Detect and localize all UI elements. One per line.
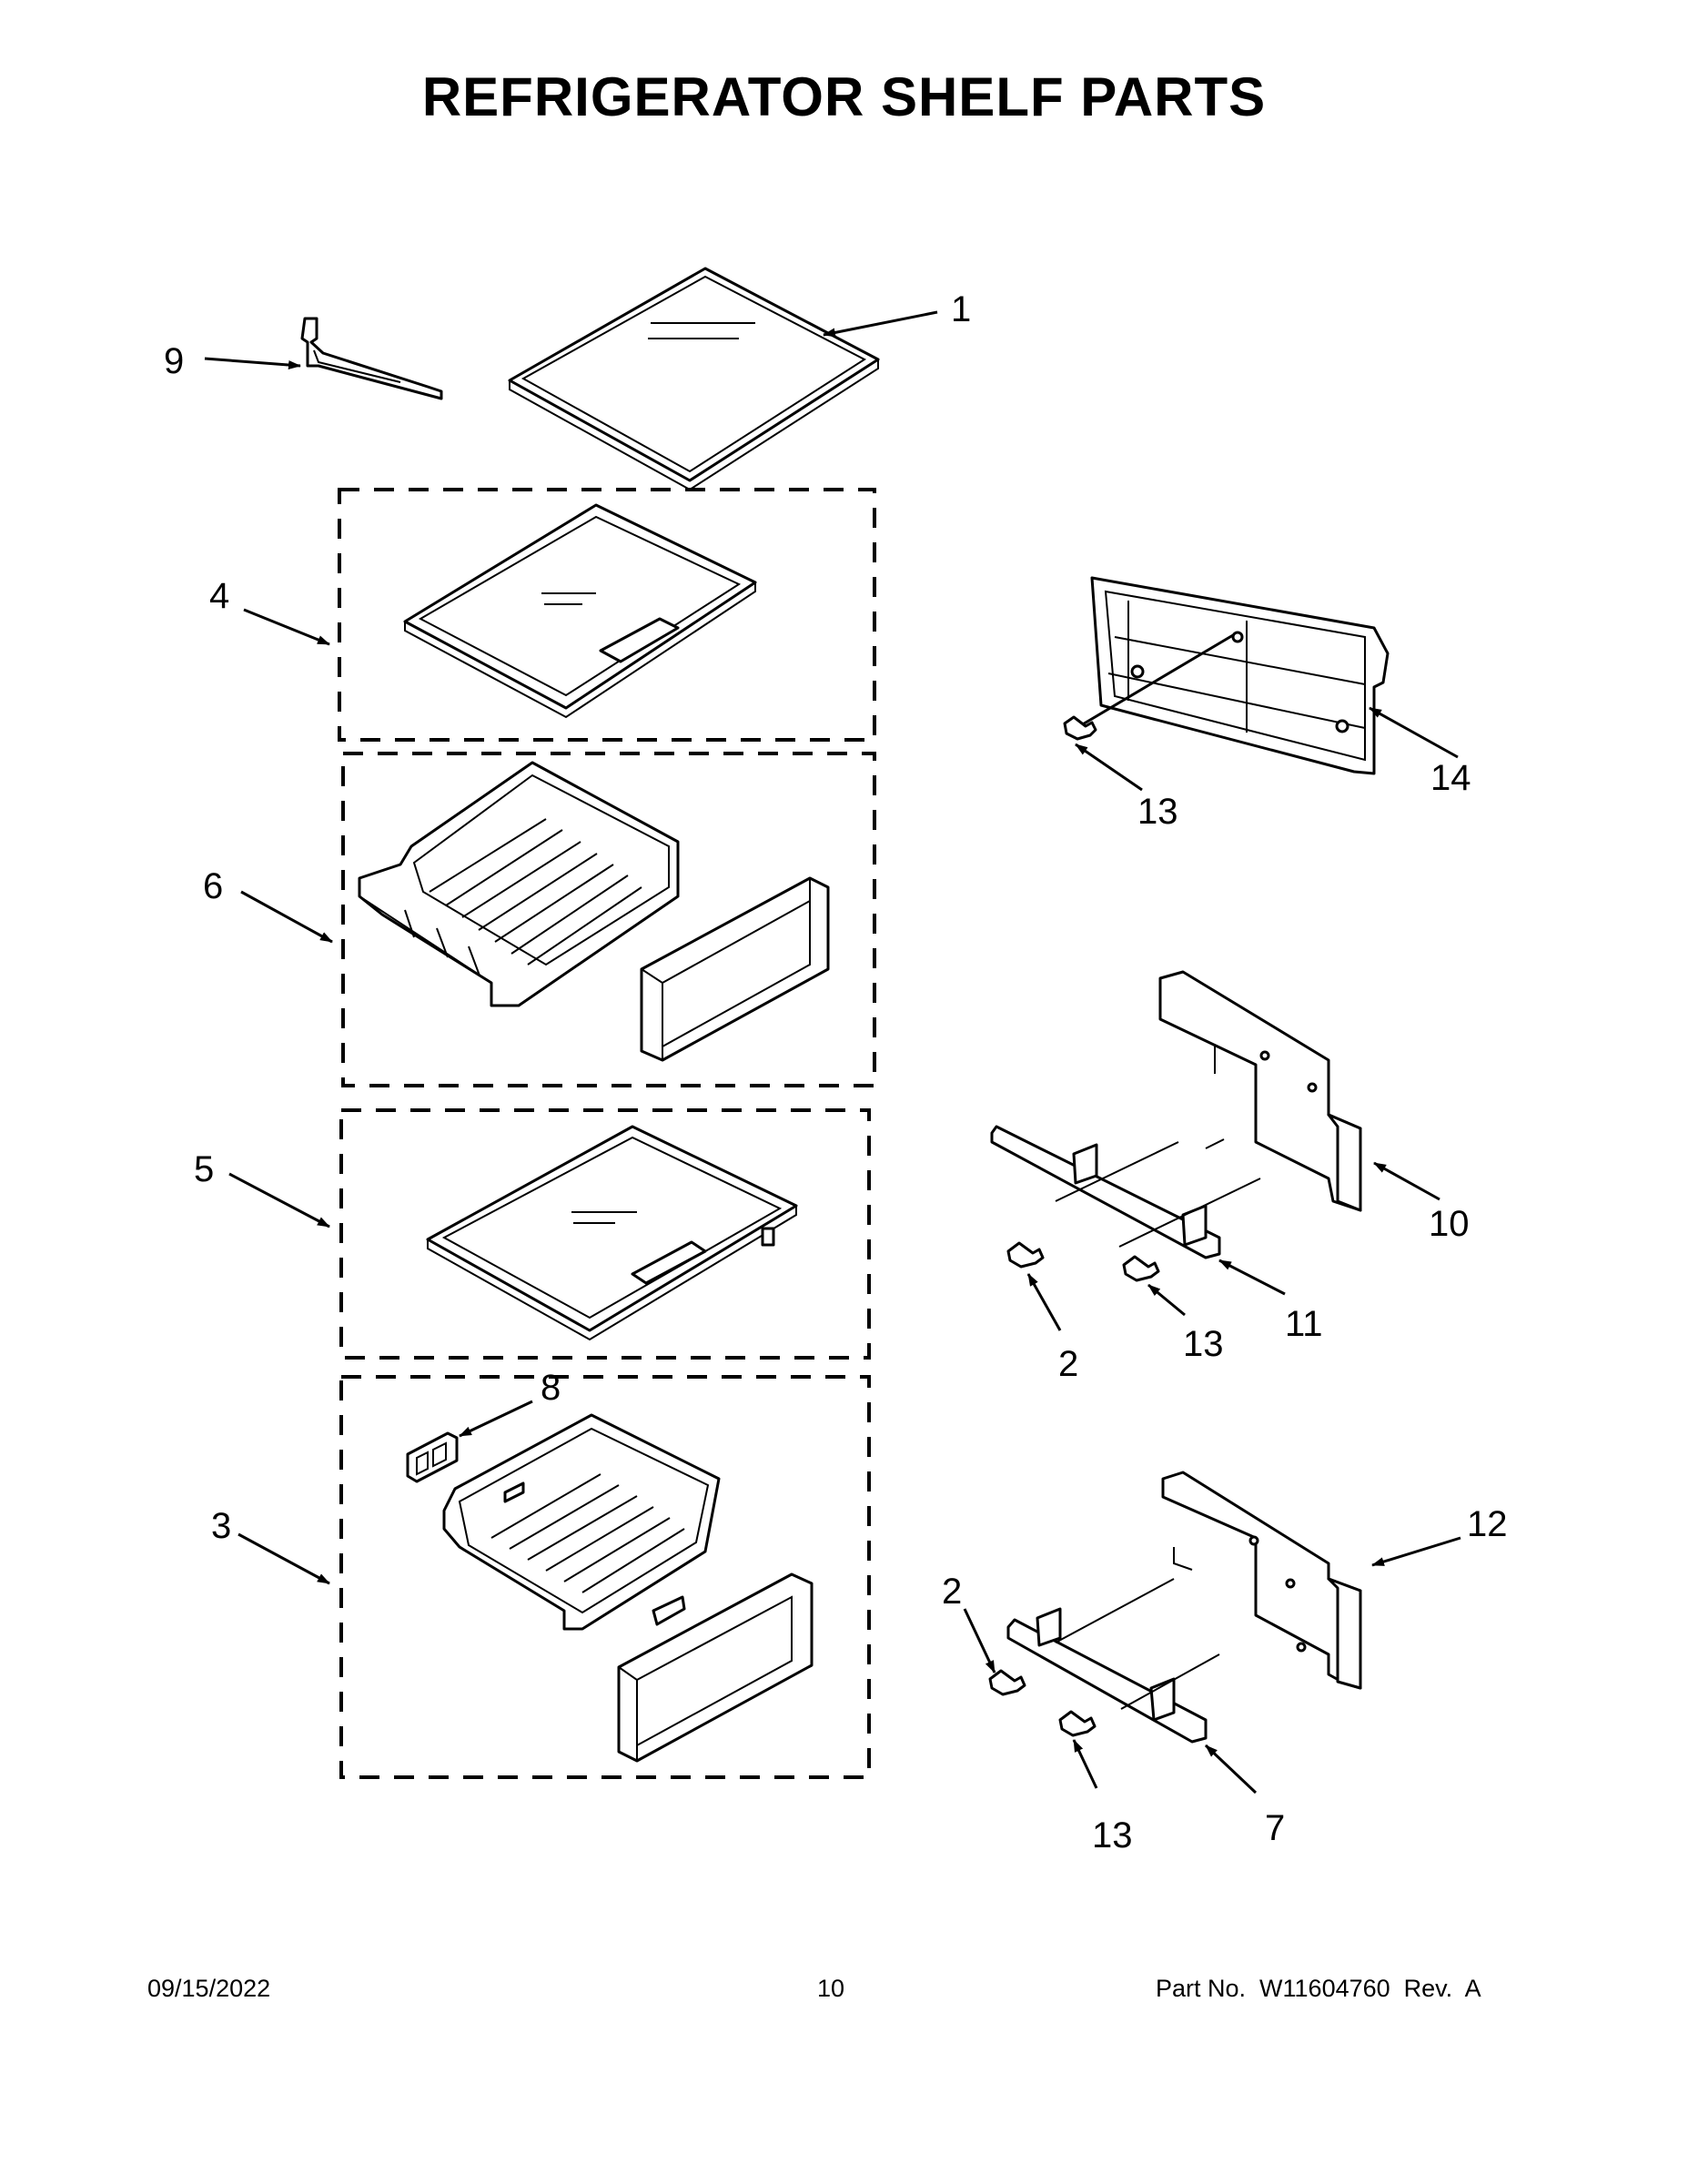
leader-arrows <box>204 310 1461 1795</box>
callout-3: 3 <box>211 1506 231 1546</box>
part-3-drawer-front <box>617 1572 814 1763</box>
part-13-screw-a <box>1063 715 1097 741</box>
part-4-glass-shelf <box>403 503 757 719</box>
part-3-crisper-drawer <box>442 1413 721 1631</box>
footer-part-number: Part No. W11604760 Rev. A <box>1156 1975 1481 2002</box>
callout-6: 6 <box>203 866 223 906</box>
group-box-5 <box>339 1108 871 1360</box>
callout-11: 11 <box>1285 1304 1323 1344</box>
callout-2-low: 2 <box>942 1572 962 1612</box>
part-9-shelf-bracket <box>300 317 443 400</box>
footer-page-number: 10 <box>817 1975 845 2002</box>
group-box-4 <box>338 488 876 742</box>
part-2-screw-d <box>988 1669 1026 1696</box>
callout-4: 4 <box>209 576 229 616</box>
group-box-3 <box>339 1375 871 1779</box>
part-13-screw-c <box>1122 1255 1160 1282</box>
footer-date: 09/15/2022 <box>147 1975 271 2002</box>
part-1-glass-shelf <box>508 267 880 491</box>
callout-13-low: 13 <box>1092 1815 1133 1855</box>
callout-13-top: 13 <box>1137 792 1178 832</box>
part-14-shelf-support-panel <box>1076 576 1390 775</box>
callout-8: 8 <box>541 1368 561 1408</box>
part-11-shelf-rail <box>990 1125 1261 1259</box>
part-6-crisper-drawer <box>358 761 680 1007</box>
part-7-shelf-rail <box>1006 1578 1220 1744</box>
page-title: REFRIGERATOR SHELF PARTS <box>421 66 1267 127</box>
part-5-glass-shelf <box>426 1125 798 1341</box>
callout-5: 5 <box>194 1149 214 1189</box>
callout-9: 9 <box>164 341 184 381</box>
part-2-screw-b <box>1006 1241 1045 1269</box>
part-6-drawer-front <box>640 876 830 1062</box>
part-8-humidity-control <box>406 1431 459 1483</box>
callout-10: 10 <box>1429 1204 1470 1244</box>
part-10-shelf-bracket-right <box>1158 970 1362 1212</box>
callout-2-mid: 2 <box>1058 1344 1078 1384</box>
callout-1: 1 <box>951 289 971 329</box>
callout-12: 12 <box>1467 1504 1508 1544</box>
callout-7: 7 <box>1265 1808 1285 1848</box>
callout-14: 14 <box>1430 758 1471 798</box>
group-box-6 <box>341 752 876 1087</box>
callout-13-mid: 13 <box>1183 1324 1224 1364</box>
part-13-screw-e <box>1058 1710 1097 1737</box>
part-12-shelf-bracket-left <box>1161 1471 1362 1690</box>
